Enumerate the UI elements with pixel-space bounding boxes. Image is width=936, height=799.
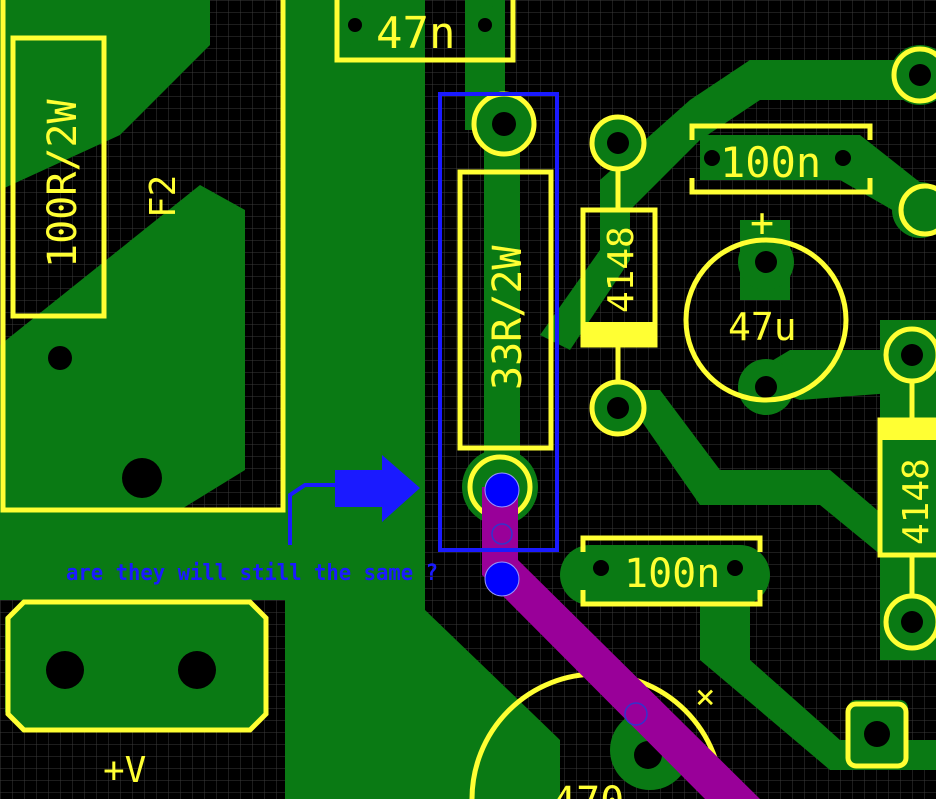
via [624,702,648,726]
drill-hole [864,721,890,747]
drill-hole [122,458,162,498]
diode-1-cathode-band [583,322,655,346]
drill-hole [348,18,362,32]
drill-hole [492,112,516,136]
label-100r: 100R/2W [40,99,86,268]
drill-hole [607,132,629,154]
via-highlight [484,472,520,508]
drill-hole [593,560,609,576]
elcap-47u-outline [683,237,849,403]
label-33r: 33R/2W [485,245,531,390]
resistor-33r-outline [457,169,554,451]
bottom-trace [482,472,760,799]
label-47u-polarity: + [750,200,774,246]
label-100n-top: 100n [720,138,821,187]
supply-connector-outline [5,599,269,733]
fuse-outline [0,0,286,513]
drill-hole [835,150,851,166]
label-diode-2: 4148 [896,458,936,545]
drill-hole [607,397,629,419]
drill-hole [46,651,84,689]
cap-100n-top-outline [689,123,873,195]
drill-hole [704,150,720,166]
selection-box [438,92,559,552]
label-47n: 47n [376,8,455,59]
resistor-100r-outline [10,35,107,319]
via-highlight [484,561,520,597]
annotation-arrow-line [288,483,340,545]
cap-100n-bottom-outline [580,535,763,607]
marker-x: × [695,677,715,717]
drill-hole [909,64,931,86]
drill-hole [755,251,777,273]
label-470-partial: 470 [552,779,624,799]
drill-hole [901,611,923,633]
pads [46,5,936,769]
annotation-arrow-head [335,455,420,522]
drill-hole [727,560,743,576]
diode-2-cathode-band [880,420,936,440]
drill-hole [178,651,216,689]
drill-hole [478,18,492,32]
cap-47n-outline [334,0,516,63]
label-supply: +V [103,750,146,791]
label-fuse: F2 [143,175,184,218]
via [491,523,513,545]
label-100n-bottom: 100n [624,551,720,597]
drill-hole [48,346,72,370]
drill-hole [755,376,777,398]
label-diode-1: 4148 [601,226,642,313]
label-47u: 47u [728,305,797,349]
pad [898,183,936,237]
purple-trace-body [482,487,760,799]
annotation-question: are they will still the same ? [66,561,438,586]
drill-hole [901,344,923,366]
